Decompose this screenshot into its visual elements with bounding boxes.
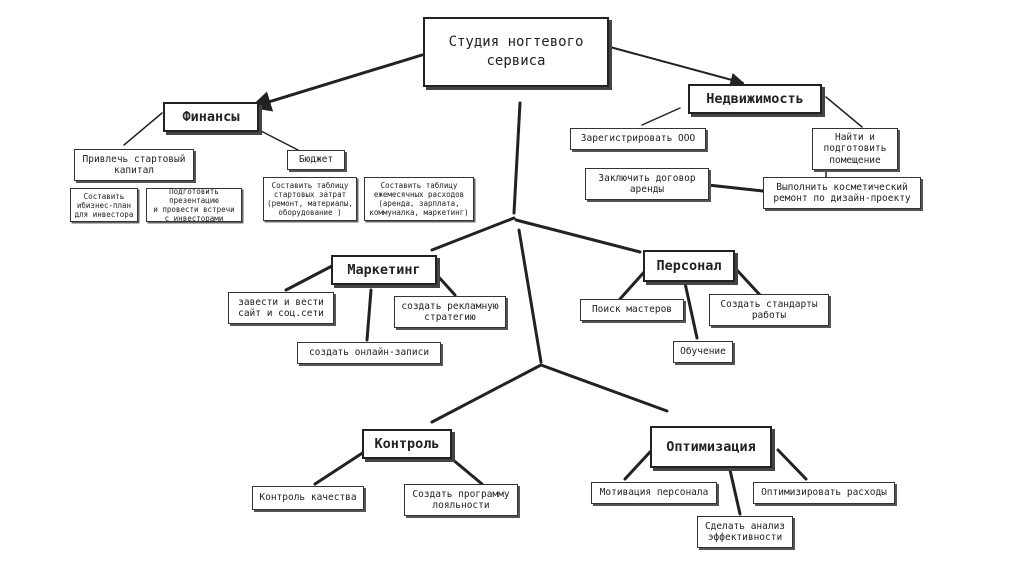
- connector-trunk-upper: [512, 101, 522, 215]
- lease-node: Заключить договор аренды: [585, 168, 709, 200]
- staff-node: Персонал: [643, 250, 735, 282]
- hire-masters-node: Поиск мастеров: [580, 299, 684, 321]
- control-node: Контроль: [362, 429, 452, 459]
- connector-trunk-lower: [517, 228, 543, 364]
- connector-hub-staff: [514, 218, 642, 254]
- optimization-node: Оптимизация: [650, 426, 772, 468]
- efficiency-analysis-node: Сделать анализ эффективности: [697, 516, 793, 548]
- loyalty-program-node: Создать программу лояльности: [404, 484, 518, 516]
- training-node: Обучение: [673, 341, 733, 363]
- bizplan-node: Составить ибизнес-план для инвестора: [70, 188, 138, 222]
- presentation-node: Подготовить презентацию и провести встре…: [146, 187, 242, 223]
- attract-capital-node: Привлечь стартовый капитал: [74, 149, 194, 181]
- standards-node: Создать стандарты работы: [709, 294, 829, 326]
- connector-hub-optimization: [539, 363, 669, 413]
- marketing-node: Маркетинг: [331, 255, 437, 285]
- register-llc-node: Зарегистрировать ООО: [570, 128, 706, 150]
- optimize-costs-node: Оптимизировать расходы: [753, 482, 895, 504]
- connector-hub-marketing: [430, 216, 516, 252]
- connector-root-realty: [609, 46, 745, 87]
- realty-node: Недвижимость: [688, 84, 822, 114]
- connector-hub-control: [430, 363, 543, 424]
- root-node: Студия ногтевого сервиса: [423, 17, 609, 87]
- startup-costs-node: Составить таблицу стартовых затрат (ремо…: [263, 177, 357, 221]
- finance-node: Финансы: [163, 102, 259, 132]
- renovation-node: Выполнить косметический ремонт по дизайн…: [763, 177, 921, 209]
- ad-strategy-node: создать рекламную стратегию: [394, 296, 506, 328]
- budget-node: Бюджет: [287, 150, 345, 170]
- social-media-node: завести и вести сайт и соц.сети: [228, 292, 334, 324]
- monthly-costs-node: Составить таблицу ежемесячных расходов (…: [364, 177, 474, 221]
- motivation-node: Мотивация персонала: [591, 482, 717, 504]
- find-premises-node: Найти и подготовить помещение: [812, 128, 898, 170]
- connector-root-finance: [249, 53, 424, 112]
- online-booking-node: создать онлайн-записи: [297, 342, 441, 364]
- quality-control-node: Контроль качества: [252, 486, 364, 510]
